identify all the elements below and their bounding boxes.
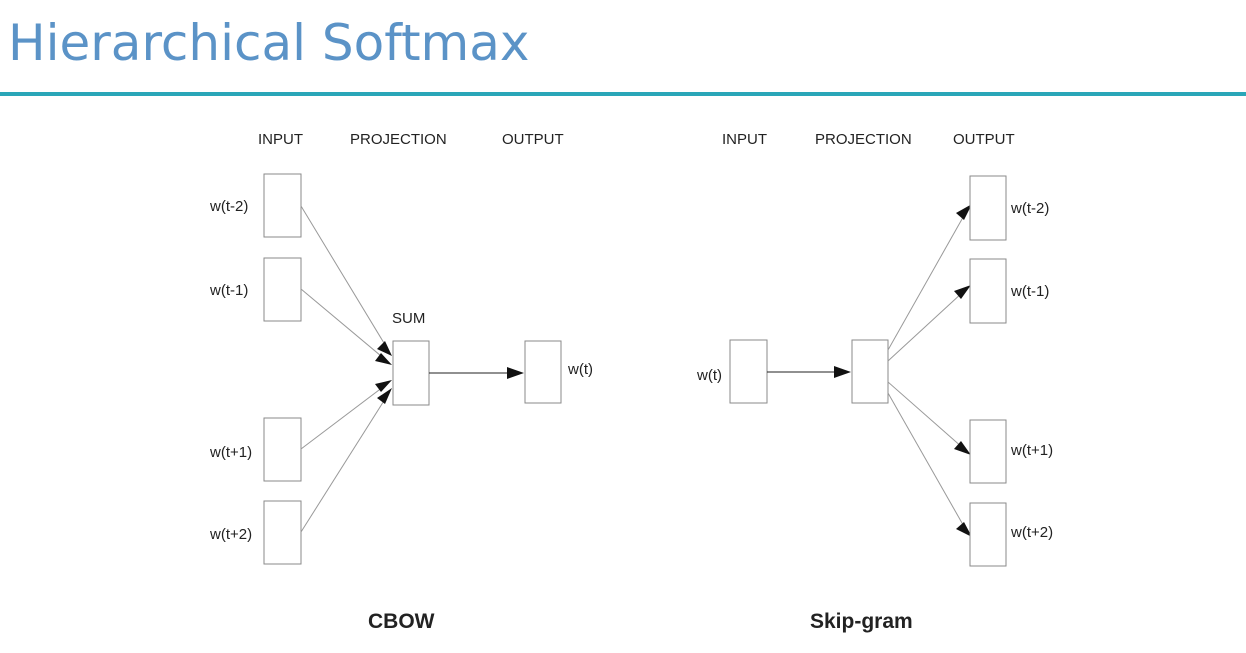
skipgram-projection-box	[851, 339, 889, 404]
skipgram-output-label-3: w(t+1)	[1010, 442, 1053, 459]
skipgram-output-box-1	[969, 175, 1007, 241]
cbow-edge-4	[300, 395, 388, 533]
skipgram-arrowhead-1	[956, 204, 972, 220]
skipgram-output-label-4: w(t+2)	[1010, 524, 1053, 541]
skipgram-input-header: INPUT	[722, 131, 767, 148]
cbow-input-label-3: w(t+1)	[209, 444, 252, 461]
cbow-output-header: OUTPUT	[502, 131, 564, 148]
skipgram-input-box	[729, 339, 768, 404]
skipgram-projection-header: PROJECTION	[815, 131, 912, 148]
cbow-edge-1	[300, 205, 388, 349]
cbow-arrowhead-4	[377, 388, 392, 404]
skipgram-edge-1	[887, 211, 967, 351]
skipgram-output-box-2	[969, 258, 1007, 324]
cbow-input-box-3	[263, 417, 302, 482]
skipgram-arrowhead-3	[954, 441, 971, 455]
slide-title: Hierarchical Softmax	[8, 14, 530, 72]
cbow-output-label: w(t)	[567, 361, 593, 378]
skipgram-arrowhead-4	[956, 522, 972, 537]
title-divider	[0, 92, 1246, 96]
skipgram-output-label-2: w(t-1)	[1010, 283, 1049, 300]
cbow-arrowhead-output	[507, 367, 524, 379]
cbow-input-box-1	[263, 173, 302, 238]
cbow-arrowhead-1	[377, 341, 392, 356]
skipgram-input-label: w(t)	[696, 367, 722, 384]
cbow-projection-box	[392, 340, 430, 406]
cbow-model: INPUT PROJECTION OUTPUT w(t-2) w(t-1) w(…	[209, 131, 593, 633]
skipgram-arrowhead-projection	[834, 366, 851, 378]
skipgram-edge-2	[887, 291, 964, 362]
skipgram-output-box-3	[969, 419, 1007, 484]
cbow-input-label-1: w(t-2)	[209, 198, 248, 215]
cbow-input-header: INPUT	[258, 131, 303, 148]
cbow-edge-3	[300, 383, 388, 450]
skipgram-output-header: OUTPUT	[953, 131, 1015, 148]
cbow-arrowhead-2	[375, 353, 392, 365]
cbow-caption: CBOW	[368, 610, 435, 633]
skipgram-arrowhead-2	[954, 285, 971, 299]
cbow-input-box-2	[263, 257, 302, 322]
skipgram-output-box-4	[969, 502, 1007, 567]
skipgram-output-label-1: w(t-2)	[1010, 200, 1049, 217]
skipgram-caption: Skip-gram	[810, 610, 913, 633]
skipgram-edge-3	[887, 381, 964, 449]
skipgram-model: INPUT PROJECTION OUTPUT w(t) w(t-2) w(t-…	[696, 131, 1053, 633]
cbow-projection-label: SUM	[392, 310, 425, 327]
cbow-edge-2	[300, 288, 388, 362]
cbow-input-label-2: w(t-1)	[209, 282, 248, 299]
cbow-projection-header: PROJECTION	[350, 131, 447, 148]
cbow-input-box-4	[263, 500, 302, 565]
skipgram-edge-4	[887, 392, 967, 531]
cbow-input-label-4: w(t+2)	[209, 526, 252, 543]
cbow-output-box	[524, 340, 562, 404]
cbow-arrowhead-3	[375, 380, 392, 392]
